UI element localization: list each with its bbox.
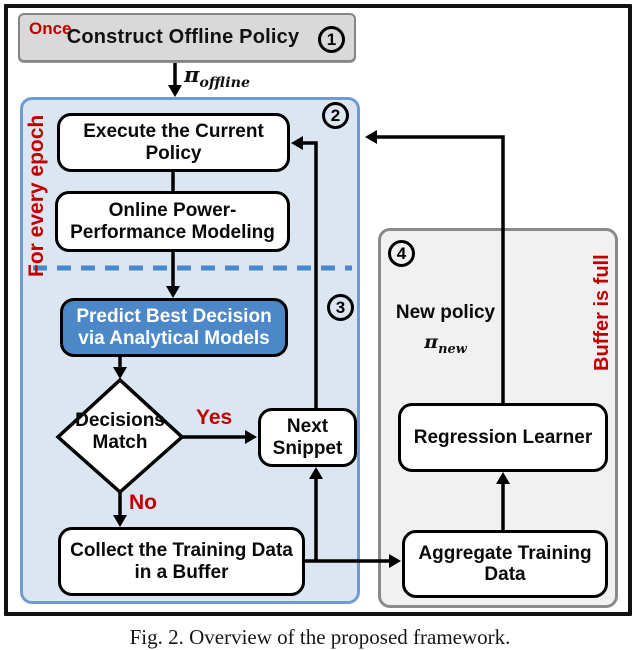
pi-offline-subscript: offline bbox=[199, 75, 251, 92]
step-2-badge: 2 bbox=[322, 102, 349, 129]
buffer-is-full-label: Buffer is full bbox=[591, 254, 613, 372]
construct-offline-policy-label: Construct Offline Policy bbox=[66, 26, 300, 48]
pi-offline-label: πoffline bbox=[184, 62, 250, 91]
aggregate-training-data-box: Aggregate Training Data bbox=[402, 530, 608, 598]
once-label: Once bbox=[29, 19, 72, 38]
online-power-performance-box: Online Power- Performance Modeling bbox=[55, 191, 290, 252]
collect-line2: in a Buffer bbox=[134, 561, 229, 583]
decisions-match-diamond-label: Decisions Match bbox=[57, 410, 183, 454]
next-snippet-line2: Snippet bbox=[272, 437, 343, 459]
next-snippet-line1: Next bbox=[286, 416, 329, 438]
predict-line1: Predict Best Decision bbox=[76, 306, 272, 328]
next-snippet-box: Next Snippet bbox=[258, 408, 357, 467]
execute-current-policy-box: Execute the Current Policy bbox=[57, 113, 290, 172]
pi-new-subscript: new bbox=[438, 341, 467, 357]
for-every-epoch-label: For every epoch bbox=[25, 114, 48, 278]
collect-line1: Collect the Training Data bbox=[70, 540, 293, 562]
predict-best-decision-box: Predict Best Decision via Analytical Mod… bbox=[60, 298, 288, 357]
execute-line1: Execute the Current bbox=[83, 121, 264, 143]
regression-learner-box: Regression Learner bbox=[398, 403, 608, 472]
no-edge-label: No bbox=[129, 491, 157, 514]
online-line2: Performance Modeling bbox=[70, 221, 275, 243]
decision-line1: Decisions bbox=[75, 410, 165, 431]
aggregate-line1: Aggregate Training bbox=[418, 542, 592, 564]
yes-edge-label: Yes bbox=[196, 406, 233, 429]
decision-line2: Match bbox=[92, 432, 148, 454]
step-1-badge: 1 bbox=[318, 26, 345, 53]
step-4-badge: 4 bbox=[388, 240, 415, 267]
figure-caption: Fig. 2. Overview of the proposed framewo… bbox=[129, 625, 511, 649]
regression-label: Regression Learner bbox=[413, 426, 593, 448]
step-3-badge: 3 bbox=[327, 294, 354, 321]
execute-line2: Policy bbox=[145, 142, 202, 164]
online-line1: Online Power- bbox=[108, 200, 237, 222]
predict-line2: via Analytical Models bbox=[78, 327, 270, 349]
new-policy-label: New policy bbox=[395, 302, 496, 323]
pi-new-label: πnew bbox=[388, 331, 503, 357]
collect-training-data-box: Collect the Training Data in a Buffer bbox=[58, 527, 305, 596]
aggregate-line2: Data bbox=[484, 564, 526, 585]
pi-symbol: π bbox=[184, 62, 200, 87]
pi-symbol: π bbox=[424, 331, 439, 353]
construct-offline-policy-box: Once Construct Offline Policy bbox=[18, 13, 356, 62]
